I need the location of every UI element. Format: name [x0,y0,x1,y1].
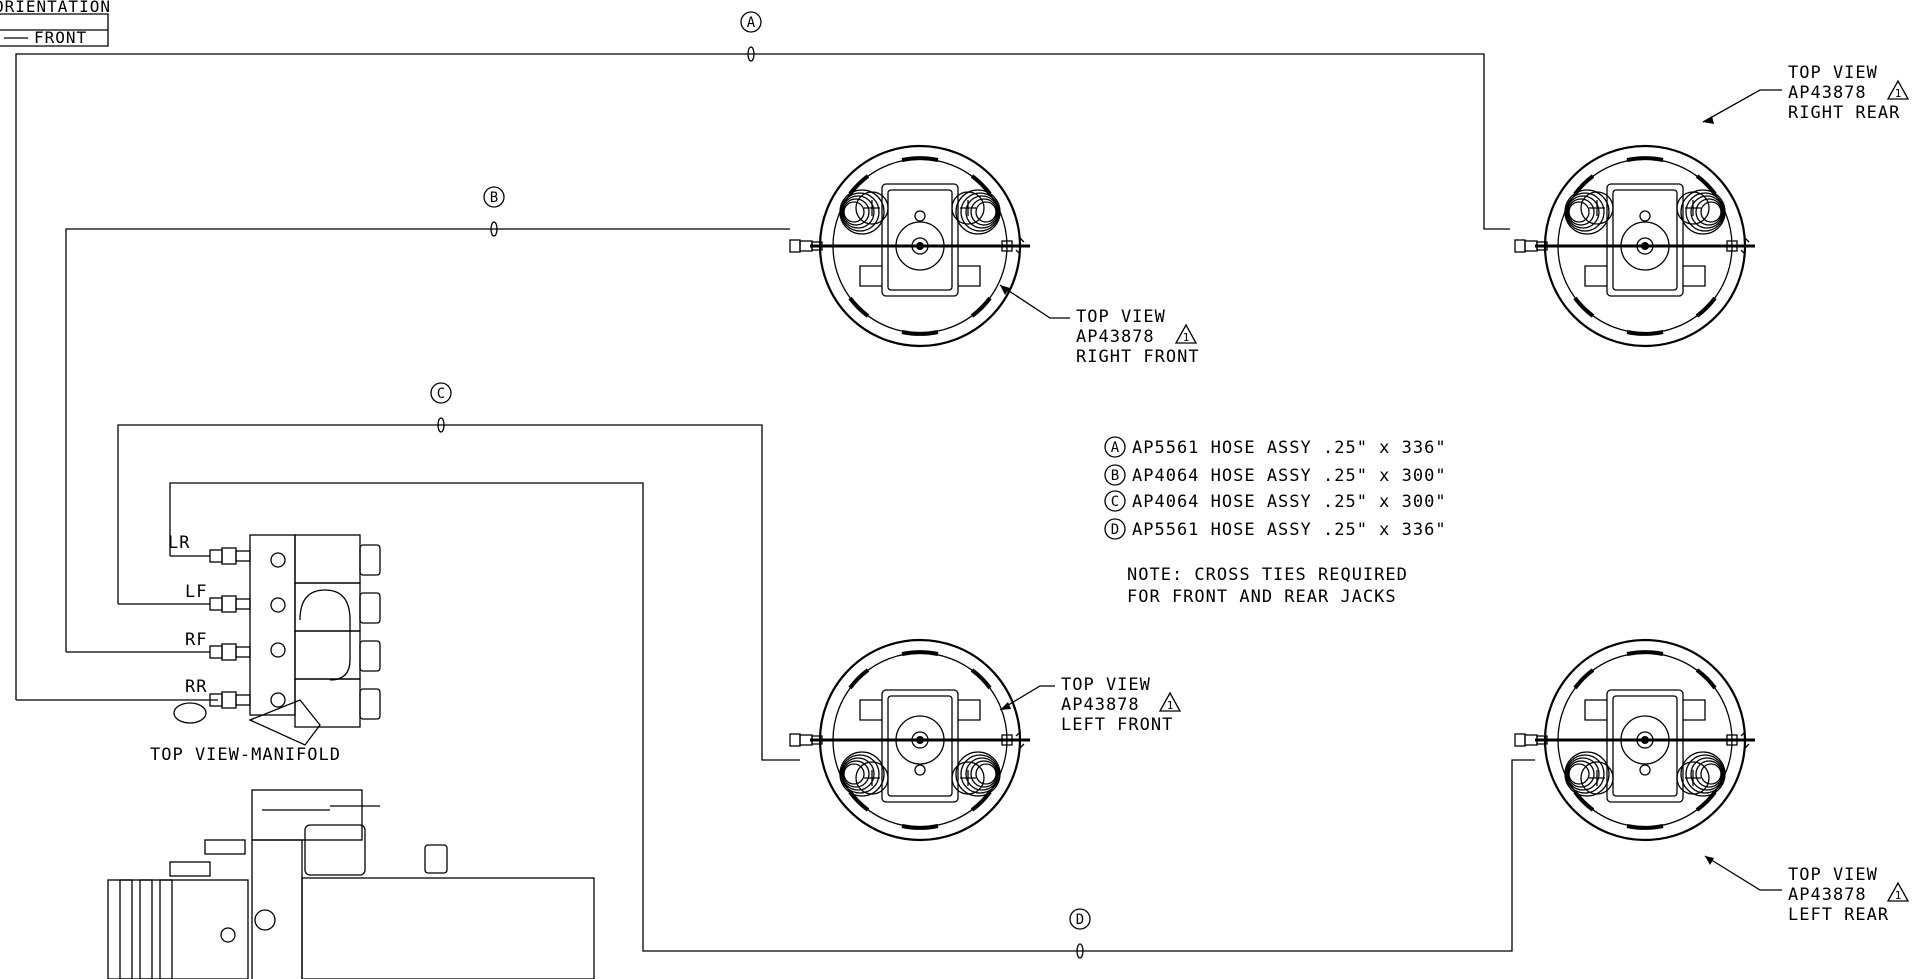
callout-left-front: TOP VIEW AP43878 1 LEFT FRONT [999,675,1182,735]
jack-left-rear [1515,640,1755,840]
port-label-lr: LR [168,533,190,553]
svg-text:FOR FRONT AND REAR JACKS: FOR FRONT AND REAR JACKS [1127,587,1397,607]
svg-text:AP5561 HOSE ASSY .25" x 336": AP5561 HOSE ASSY .25" x 336" [1132,438,1447,458]
svg-text:TOP VIEW: TOP VIEW [1788,63,1878,83]
hose-c-bubble: C [437,386,445,402]
jack-right-rear [1513,144,1757,348]
hose-legend: A AP5561 HOSE ASSY .25" x 336" B AP4064 … [1104,436,1447,540]
svg-text:D: D [1111,522,1119,538]
svg-text:C: C [1111,494,1119,510]
svg-text:A: A [1111,440,1120,456]
hose-b-route: B [65,186,790,653]
svg-text:RIGHT FRONT: RIGHT FRONT [1076,347,1200,367]
svg-text:LEFT REAR: LEFT REAR [1788,905,1889,925]
hose-b-bubble: B [490,190,498,206]
legend-item-b: B AP4064 HOSE ASSY .25" x 300" [1104,464,1447,486]
svg-text:AP43878: AP43878 [1788,885,1867,905]
orientation-front: FRONT [34,28,87,47]
svg-text:1: 1 [1895,87,1902,100]
svg-text:RIGHT REAR: RIGHT REAR [1788,103,1900,123]
rev-triangle-icon [1158,691,1182,712]
hose-a-route: A [15,11,1510,701]
jack-left-front [790,640,1030,840]
svg-text:B: B [1111,468,1119,484]
legend-item-a: A AP5561 HOSE ASSY .25" x 336" [1104,436,1447,458]
svg-text:AP43878: AP43878 [1076,327,1155,347]
svg-text:AP43878: AP43878 [1061,695,1140,715]
jack-right-front [788,144,1032,348]
svg-text:1: 1 [1183,331,1190,344]
hose-d-bubble: D [1076,912,1084,928]
port-label-rr: RR [185,677,207,697]
callout-right-rear: TOP VIEW AP43878 1 RIGHT REAR [1702,63,1910,124]
svg-text:TOP VIEW: TOP VIEW [1788,865,1878,885]
svg-text:NOTE: CROSS TIES REQUIRED: NOTE: CROSS TIES REQUIRED [1127,565,1408,585]
rev-triangle-icon [1174,323,1198,344]
manifold-top-view: LR LF RF RR TOP VIEW-MANIFOLD [150,533,381,765]
port-label-rf: RF [185,630,207,650]
svg-text:AP5561 HOSE ASSY .25" x 336": AP5561 HOSE ASSY .25" x 336" [1132,520,1447,540]
svg-text:AP43878: AP43878 [1788,83,1867,103]
svg-text:AP4064 HOSE ASSY .25" x 300": AP4064 HOSE ASSY .25" x 300" [1132,492,1447,512]
port-label-lf: LF [185,582,207,602]
legend-item-c: C AP4064 HOSE ASSY .25" x 300" [1104,490,1447,512]
rev-triangle-icon [1886,881,1910,902]
hose-c-route: C [117,382,800,761]
legend-item-d: D AP5561 HOSE ASSY .25" x 336" [1104,518,1447,540]
svg-text:TOP VIEW: TOP VIEW [1061,675,1151,695]
rev-triangle-icon [1886,79,1910,100]
hose-a-bubble: A [747,15,756,31]
svg-text:1: 1 [1895,889,1902,902]
svg-text:LEFT FRONT: LEFT FRONT [1061,715,1173,735]
callout-right-front: TOP VIEW AP43878 1 RIGHT FRONT [999,284,1200,367]
svg-text:1: 1 [1167,699,1174,712]
svg-text:AP4064 HOSE ASSY .25" x 300": AP4064 HOSE ASSY .25" x 300" [1132,466,1447,486]
orientation-box: ORIENTATION FRONT [0,0,111,47]
svg-text:TOP VIEW: TOP VIEW [1076,307,1166,327]
note: NOTE: CROSS TIES REQUIRED FOR FRONT AND … [1127,565,1408,607]
pump-unit [107,789,595,979]
hose-d-route: D [169,482,1535,959]
orientation-header: ORIENTATION [0,0,111,16]
callout-left-rear: TOP VIEW AP43878 1 LEFT REAR [1704,855,1910,925]
manifold-title: TOP VIEW-MANIFOLD [150,745,341,765]
